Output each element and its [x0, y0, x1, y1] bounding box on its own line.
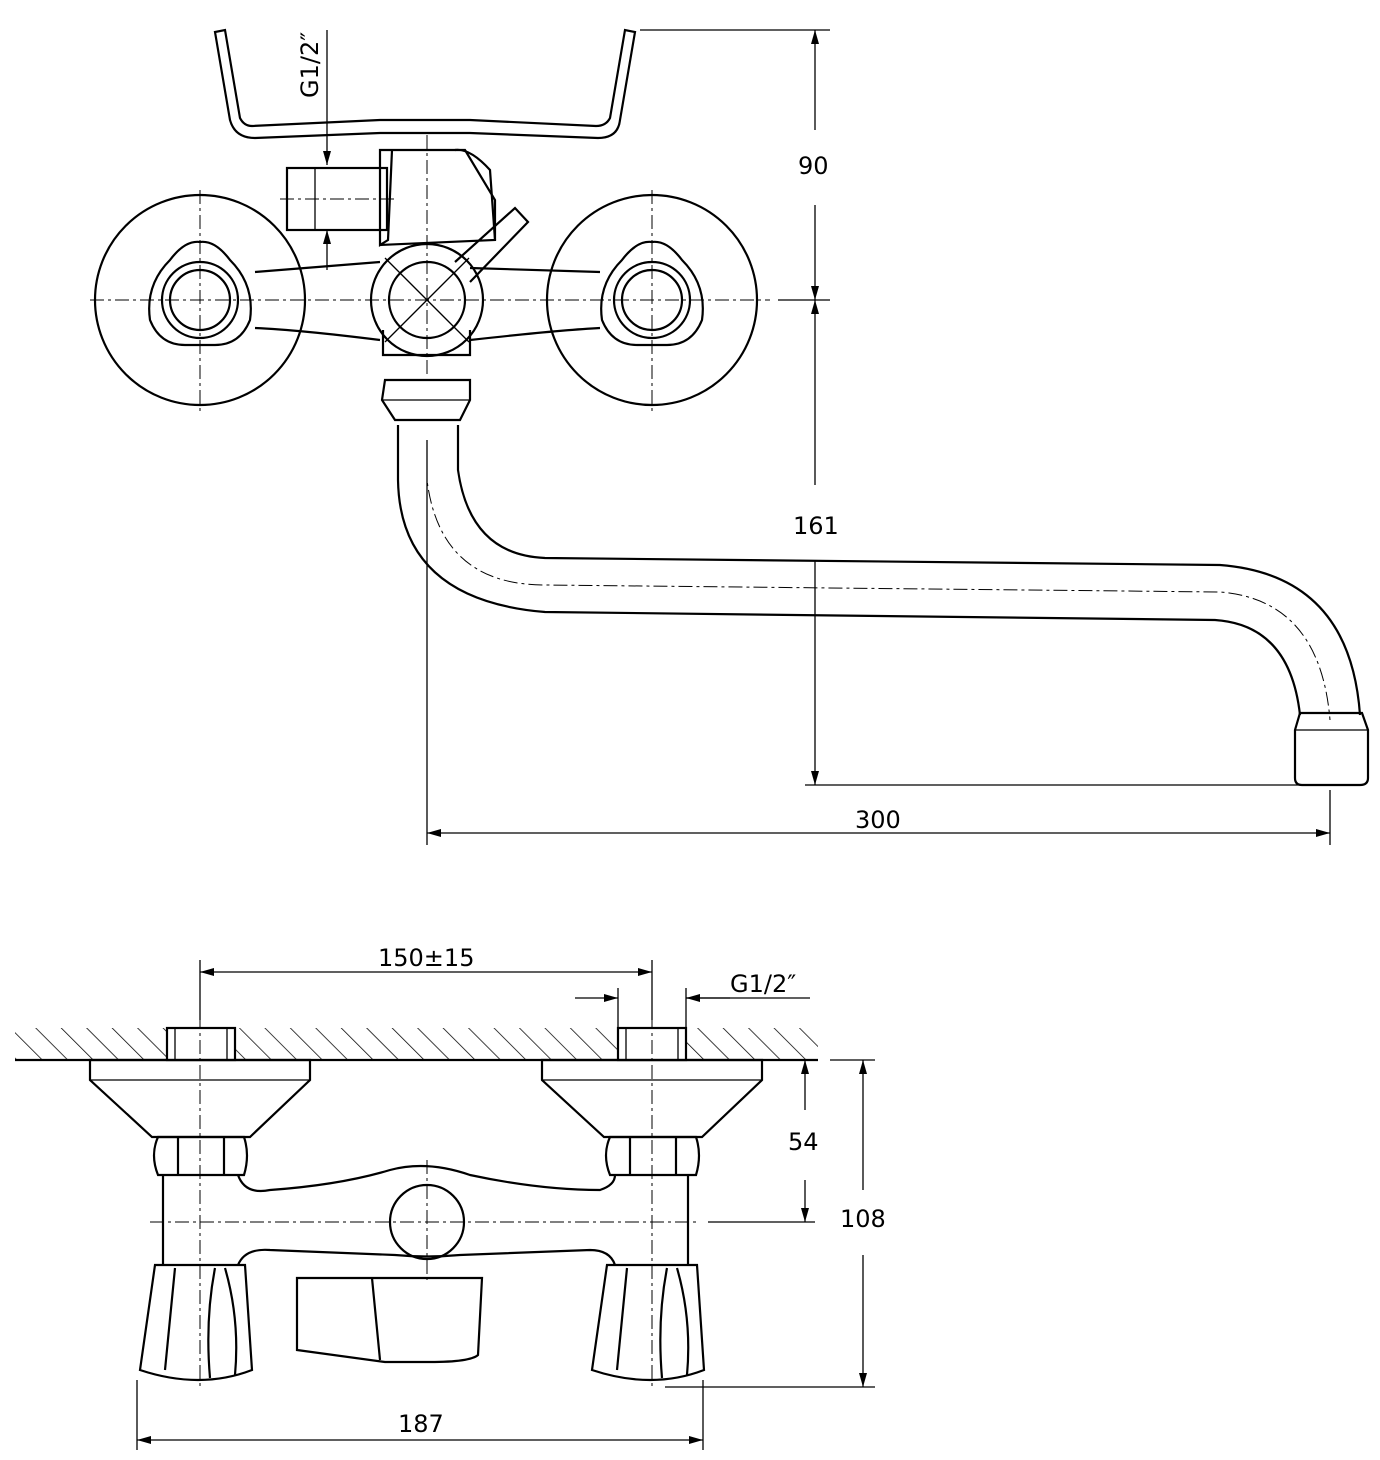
- thread-label-front: G1/2″: [730, 970, 796, 998]
- outlet-side: [295, 1276, 484, 1364]
- diverter-lever: [454, 206, 530, 283]
- spout-aerator: [1293, 711, 1370, 787]
- lever-handle: [213, 28, 637, 140]
- dim-54: 54: [788, 1128, 819, 1156]
- wall-hatch: [15, 1028, 818, 1060]
- dim-300: 300: [855, 806, 901, 834]
- dim-90: 90: [798, 152, 829, 180]
- dim-187: 187: [398, 1410, 444, 1438]
- body-bar: [254, 260, 601, 342]
- dim-161: 161: [793, 512, 839, 540]
- left-handle-side: [138, 1263, 254, 1382]
- dim-108: 108: [840, 1205, 886, 1233]
- thread-label-top: G1/2″: [296, 32, 324, 98]
- front-view: 150±15 G1/2″ 54 108 187: [15, 944, 886, 1450]
- dim-150: 150±15: [378, 944, 474, 972]
- right-handle-side: [590, 1263, 706, 1382]
- spout: [396, 425, 1362, 716]
- right-nut: [604, 1135, 701, 1177]
- top-view: G1/2″ 90 161 300: [90, 28, 1370, 845]
- cartridge-body: [378, 148, 497, 247]
- left-nut: [152, 1135, 249, 1177]
- mixer-body-side: [161, 1164, 690, 1266]
